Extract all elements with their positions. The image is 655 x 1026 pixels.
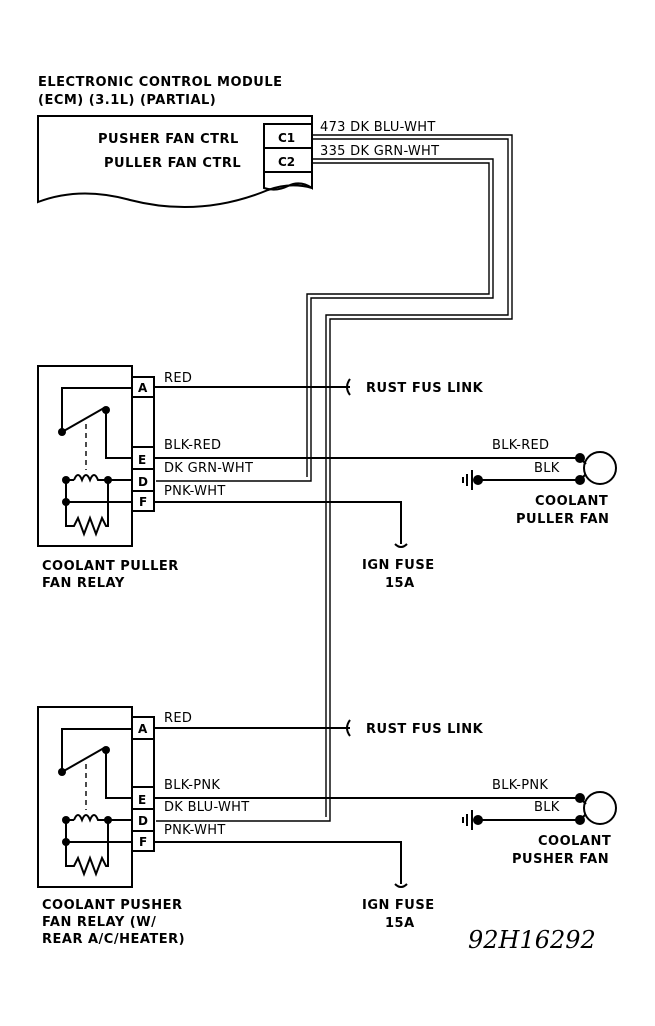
puller-pin-f: F	[139, 495, 147, 509]
pusher-wire-pnk-wht	[154, 841, 402, 884]
pusher-fan-wire-top-label: BLK-PNK	[492, 778, 548, 793]
wire-473-dk-blu-wht-outer	[156, 134, 513, 822]
pusher-pin-a: A	[138, 722, 148, 736]
ecm-module-outline	[37, 115, 313, 209]
pusher-wire-e-label: BLK-PNK	[164, 778, 220, 793]
puller-ign-fuse-symbol	[394, 543, 408, 548]
ecm-title-line2: (ECM) (3.1L) (PARTIAL)	[38, 93, 216, 108]
pusher-relay-name-line3: REAR A/C/HEATER)	[42, 932, 185, 947]
puller-fan-name-line2: PULLER FAN	[516, 512, 609, 527]
puller-fan-motor-icon	[583, 451, 617, 485]
ecm-pin-c1: C1	[278, 131, 295, 145]
wire-473-label: 473 DK BLU-WHT	[320, 120, 436, 135]
figure-code: 92H16292	[468, 926, 596, 954]
pusher-ground-icon	[462, 810, 473, 830]
puller-ign-fuse-rating: 15A	[385, 576, 415, 591]
pusher-fan-name-line2: PUSHER FAN	[512, 852, 609, 867]
wire-335-label: 335 DK GRN-WHT	[320, 144, 439, 159]
pusher-rust-fus-link: RUST FUS LINK	[366, 722, 484, 737]
puller-fuse-link-symbol	[346, 378, 351, 396]
pusher-relay-connector	[131, 716, 155, 852]
pusher-relay-name-line2: FAN RELAY (W/	[42, 915, 156, 930]
wire-335-dk-grn-wht-inner	[306, 162, 490, 477]
ecm-pin-c2: C2	[278, 155, 295, 169]
puller-relay-name-line2: FAN RELAY	[42, 576, 125, 591]
puller-ground-icon	[462, 470, 473, 490]
ecm-puller-fan-ctrl-label: PULLER FAN CTRL	[104, 156, 241, 171]
puller-fan-wire-top-label: BLK-RED	[492, 438, 549, 453]
ecm-pusher-fan-ctrl-label: PUSHER FAN CTRL	[98, 132, 239, 147]
puller-relay-switch	[58, 387, 132, 470]
wire-335-dk-grn-wht-outer	[156, 158, 494, 482]
puller-wire-e-label: BLK-RED	[164, 438, 221, 453]
puller-wire-d-label: DK GRN-WHT	[164, 461, 253, 476]
puller-fan-name-line1: COOLANT	[535, 494, 608, 509]
puller-ign-fuse-label: IGN FUSE	[362, 558, 435, 573]
pusher-fan-motor-icon	[583, 791, 617, 825]
puller-relay-name-line1: COOLANT PULLER	[42, 559, 179, 574]
puller-pin-a: A	[138, 381, 148, 395]
ecm-title-line1: ELECTRONIC CONTROL MODULE	[38, 75, 283, 90]
pusher-relay-name-line1: COOLANT PUSHER	[42, 898, 182, 913]
pusher-fan-name-line1: COOLANT	[538, 834, 611, 849]
pusher-fan-wire-bottom-label: BLK	[534, 800, 560, 815]
puller-wire-pnk-wht	[154, 501, 402, 544]
pusher-wire-a-label: RED	[164, 711, 192, 726]
pusher-pin-f: F	[139, 835, 147, 849]
puller-relay-coil	[62, 474, 132, 537]
pusher-pin-d: D	[138, 814, 148, 828]
puller-wire-a-label: RED	[164, 371, 192, 386]
puller-pin-e: E	[138, 453, 146, 467]
puller-wire-f-label: PNK-WHT	[164, 484, 226, 499]
pusher-relay-switch	[58, 728, 132, 810]
pusher-fuse-link-symbol	[346, 719, 351, 737]
pusher-ign-fuse-label: IGN FUSE	[362, 898, 435, 913]
puller-rust-fus-link: RUST FUS LINK	[366, 381, 484, 396]
pusher-ign-fuse-rating: 15A	[385, 916, 415, 931]
wire-473-dk-blu-wht-inner	[312, 138, 509, 817]
puller-relay-body	[37, 365, 133, 547]
pusher-wire-d-label: DK BLU-WHT	[164, 800, 249, 815]
puller-fan-wire-bottom-label: BLK	[534, 461, 560, 476]
puller-pin-d: D	[138, 475, 148, 489]
pusher-ign-fuse-symbol	[394, 883, 408, 888]
pusher-pin-e: E	[138, 793, 146, 807]
pusher-relay-coil	[62, 814, 132, 877]
puller-relay-connector	[131, 376, 155, 512]
pusher-wire-f-label: PNK-WHT	[164, 823, 226, 838]
ecm-connector-outline	[263, 123, 313, 191]
